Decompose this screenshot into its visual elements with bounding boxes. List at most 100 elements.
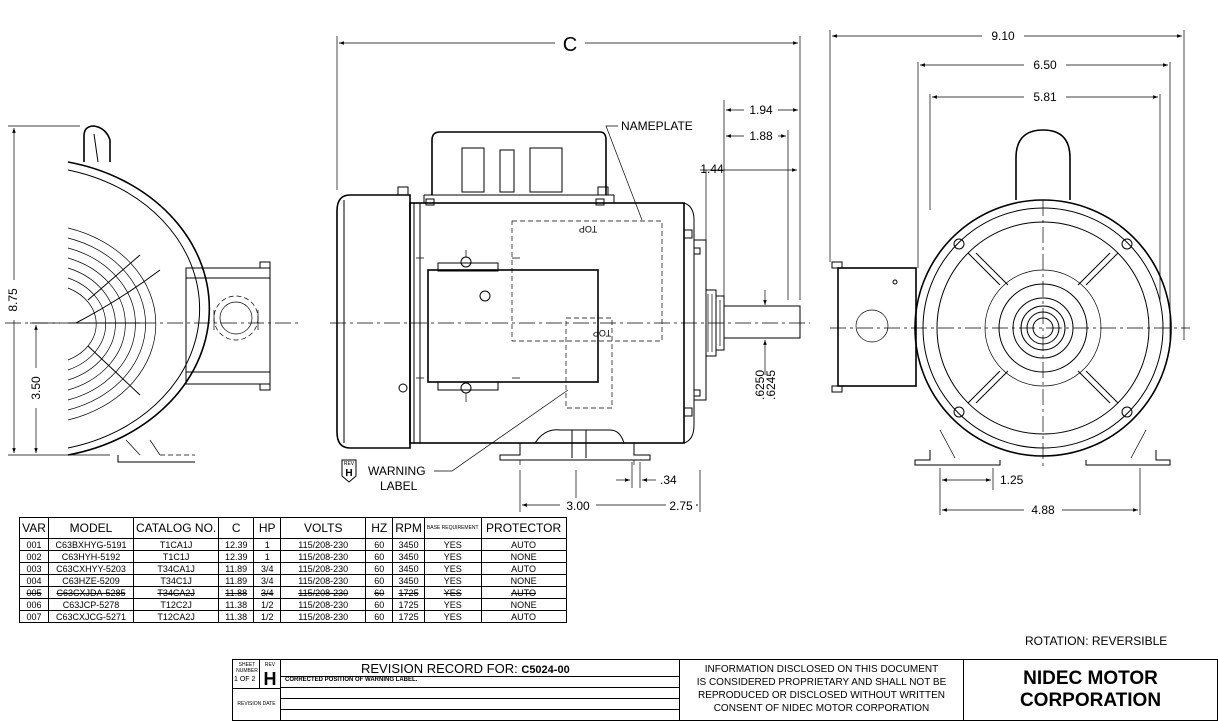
sheet-value: 1 OF 2: [234, 676, 256, 683]
cell-c: 11.88: [218, 586, 255, 599]
cell-protector: AUTO: [480, 562, 567, 575]
cell-base: YES: [423, 610, 482, 623]
cell-base: YES: [423, 562, 482, 575]
cell-volts: 115/208-230: [280, 610, 367, 623]
col-protector: PROTECTOR: [480, 517, 567, 539]
cell-base: YES: [423, 574, 482, 587]
side-view: TOP TOP C 1.94 1.88 1.44 .6250 .6245 N: [330, 30, 810, 513]
cell-protector: NONE: [480, 550, 567, 563]
cell-var: 003: [19, 562, 49, 575]
shaft-dim-2: .6245: [764, 370, 778, 400]
cell-protector: AUTO: [480, 610, 567, 623]
left-end-view: 8.75 3.50: [3, 125, 300, 463]
company-cell: NIDEC MOTOR CORPORATION: [963, 659, 1218, 721]
dim-0-34: .34: [660, 473, 677, 487]
cell-var: 001: [19, 538, 49, 551]
disclaimer-line4: CONSENT OF NIDEC MOTOR CORPORATION: [713, 703, 930, 714]
col-catalog: CATALOG NO.: [132, 517, 220, 539]
cell-c: 11.89: [218, 562, 255, 575]
cell-c: 11.38: [218, 598, 255, 611]
cell-hp: 3/4: [253, 586, 282, 599]
col-hp: HP: [253, 517, 282, 539]
cell-rpm: 3450: [392, 538, 425, 551]
rotation-note: ROTATION: REVERSIBLE: [1025, 634, 1168, 648]
dim-3-50: 3.50: [29, 376, 43, 400]
col-volts: VOLTS: [280, 517, 367, 539]
dim-2-75: 2.75: [669, 499, 693, 513]
cell-volts: 115/208-230: [280, 598, 367, 611]
cell-rpm: 1725: [392, 598, 425, 611]
dim-C: C: [563, 34, 577, 56]
col-model: MODEL: [48, 517, 134, 539]
top-label-2: TOP: [593, 328, 611, 338]
rev-cell: REV H: [259, 659, 281, 689]
cell-hz: 60: [365, 538, 394, 551]
cell-volts: 115/208-230: [280, 574, 367, 587]
cell-rpm: 3450: [392, 562, 425, 575]
dim-8-75: 8.75: [6, 288, 20, 312]
cell-catalog: T34CA1J: [132, 562, 220, 575]
rev-value: H: [263, 669, 277, 689]
revision-record-title: REVISION RECORD FOR: C5024-00: [361, 661, 570, 676]
disclaimer-cell: INFORMATION DISCLOSED ON THIS DOCUMENT I…: [679, 659, 964, 721]
sheet-number-label: SHEET NUMBER: [236, 662, 258, 674]
cell-model: C63HZE-5209: [48, 574, 134, 587]
sheet-number-cell: SHEET NUMBER 1 OF 2: [232, 659, 260, 689]
revision-date-label: REVISION DATE: [237, 701, 276, 707]
revision-date-cell: REVISION DATE: [232, 688, 281, 721]
cell-base: YES: [423, 538, 482, 551]
front-end-view: 9.10 6.50 5.81 1.25 4.88: [829, 29, 1190, 517]
cell-protector: NONE: [480, 574, 567, 587]
cell-var: 004: [19, 574, 49, 587]
cell-model: C63CXJDA-5285: [48, 586, 134, 599]
cell-hp: 1/2: [253, 610, 282, 623]
cell-hp: 1: [253, 550, 282, 563]
cell-hp: 3/4: [253, 574, 282, 587]
dim-1-88: 1.88: [749, 129, 773, 143]
cell-model: C63BXHYG-5191: [48, 538, 134, 551]
cell-c: 11.89: [218, 574, 255, 587]
cell-hz: 60: [365, 598, 394, 611]
cell-c: 12.39: [218, 550, 255, 563]
cell-hp: 1/2: [253, 598, 282, 611]
cell-volts: 115/208-230: [280, 562, 367, 575]
cell-rpm: 3450: [392, 574, 425, 587]
rev-tag-letter: H: [345, 468, 352, 479]
cell-protector: AUTO: [480, 586, 567, 599]
col-rpm: RPM: [392, 517, 425, 539]
shaft-dim-1: .6250: [753, 370, 767, 400]
cell-var: 005: [19, 586, 49, 599]
cell-rpm: 1725: [392, 610, 425, 623]
cell-c: 12.39: [218, 538, 255, 551]
cell-hz: 60: [365, 586, 394, 599]
cell-model: C63JCP-5278: [48, 598, 134, 611]
cell-c: 11.38: [218, 610, 255, 623]
col-var: VAR: [19, 517, 49, 539]
col-hz: HZ: [365, 517, 394, 539]
cell-catalog: T34C1J: [132, 574, 220, 587]
cell-catalog: T12CA2J: [132, 610, 220, 623]
company-name-line1: NIDEC MOTOR: [1023, 668, 1158, 689]
dim-5-81: 5.81: [1033, 90, 1057, 104]
company-name-line2: CORPORATION: [1019, 690, 1162, 711]
cell-rpm: 1725: [392, 586, 425, 599]
cell-model: C63CXJCG-5271: [48, 610, 134, 623]
cell-model: C63CXHYY-5203: [48, 562, 134, 575]
warning-label-line1: WARNING: [368, 464, 426, 478]
title-block: SHEET NUMBER 1 OF 2 REV H REVISION DATE …: [232, 659, 1218, 721]
cell-catalog: T34CA2J: [132, 586, 220, 599]
cell-hz: 60: [365, 574, 394, 587]
cell-var: 007: [19, 610, 49, 623]
cell-model: C63HYH-5192: [48, 550, 134, 563]
cell-protector: NONE: [480, 598, 567, 611]
warning-label-line2: LABEL: [380, 479, 418, 493]
cell-rpm: 3450: [392, 550, 425, 563]
cell-hp: 3/4: [253, 562, 282, 575]
dim-1-44: 1.44: [700, 162, 724, 176]
